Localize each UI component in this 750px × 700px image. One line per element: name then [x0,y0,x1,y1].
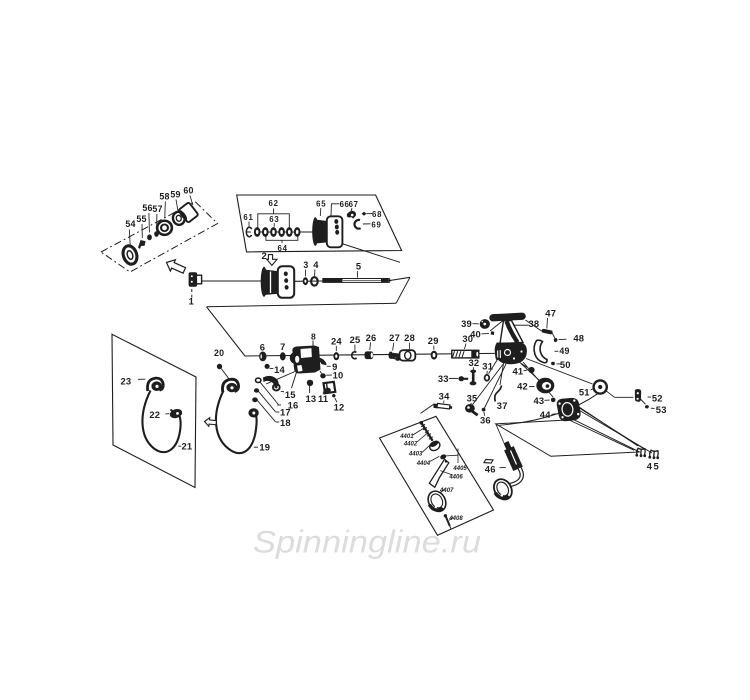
svg-text:23: 23 [120,375,131,386]
svg-text:62: 62 [269,199,279,208]
svg-text:4404: 4404 [416,461,431,467]
svg-text:30: 30 [462,333,473,344]
svg-text:31: 31 [482,360,493,371]
svg-text:37: 37 [497,400,508,411]
svg-text:9: 9 [332,361,337,372]
svg-text:26: 26 [366,332,377,343]
svg-text:4: 4 [313,259,319,270]
svg-text:68: 68 [372,210,382,219]
svg-text:28: 28 [404,332,415,343]
svg-text:69: 69 [371,220,381,229]
svg-text:40: 40 [470,329,481,340]
svg-text:22: 22 [149,409,160,420]
svg-text:52: 52 [652,393,663,404]
svg-text:59: 59 [170,190,180,200]
svg-text:13: 13 [305,393,316,404]
svg-text:24: 24 [331,335,342,346]
svg-text:64: 64 [278,244,288,253]
svg-text:25: 25 [350,334,361,345]
svg-text:5: 5 [356,260,361,271]
svg-text:4406: 4406 [448,475,463,481]
svg-text:34: 34 [439,390,450,401]
svg-text:38: 38 [528,318,539,329]
svg-text:3: 3 [303,260,308,270]
svg-text:41: 41 [512,365,523,376]
svg-text:12: 12 [334,402,345,413]
svg-text:Spinningline.ru: Spinningline.ru [253,524,481,560]
svg-text:19: 19 [259,441,270,452]
svg-text:6: 6 [260,341,265,352]
svg-text:16: 16 [288,399,299,410]
svg-text:55: 55 [136,214,146,224]
svg-text:4407: 4407 [439,488,454,494]
svg-text:49: 49 [559,346,569,356]
svg-text:2: 2 [261,250,266,261]
svg-text:11: 11 [318,393,328,404]
svg-text:4403: 4403 [408,452,423,458]
svg-text:35: 35 [467,393,478,404]
svg-text:8: 8 [311,331,316,341]
svg-text:47: 47 [545,308,556,319]
svg-text:33: 33 [438,373,449,384]
svg-text:36: 36 [480,415,491,426]
svg-text:1: 1 [189,296,194,307]
svg-text:32: 32 [468,357,479,368]
svg-text:20: 20 [214,348,224,358]
svg-text:51: 51 [579,387,590,398]
svg-text:14: 14 [274,364,285,375]
svg-text:43: 43 [533,395,544,406]
svg-text:61: 61 [243,213,253,222]
svg-text:45: 45 [647,460,660,471]
svg-text:50: 50 [560,359,571,370]
svg-text:53: 53 [656,404,667,415]
svg-text:67: 67 [349,200,359,209]
svg-text:17: 17 [280,407,291,418]
svg-text:15: 15 [285,389,296,400]
svg-text:4405: 4405 [452,466,467,472]
svg-text:10: 10 [333,370,344,381]
svg-text:4402: 4402 [403,441,418,447]
svg-text:7: 7 [280,341,285,352]
svg-text:18: 18 [280,417,291,428]
svg-text:66: 66 [340,200,350,209]
svg-text:58: 58 [159,192,169,202]
svg-text:54: 54 [125,219,135,229]
svg-text:44: 44 [540,409,551,420]
svg-text:21: 21 [181,440,192,451]
svg-text:4408: 4408 [448,516,463,522]
svg-text:56: 56 [142,203,152,213]
svg-text:39: 39 [461,318,472,329]
svg-text:4401: 4401 [399,434,414,440]
svg-text:65: 65 [316,199,326,208]
svg-text:46: 46 [485,463,496,474]
svg-text:27: 27 [389,332,400,343]
svg-text:57: 57 [152,204,162,214]
svg-text:42: 42 [517,381,528,392]
svg-text:29: 29 [428,335,439,346]
svg-text:60: 60 [183,186,193,196]
svg-text:63: 63 [269,215,279,224]
svg-text:48: 48 [573,333,584,344]
